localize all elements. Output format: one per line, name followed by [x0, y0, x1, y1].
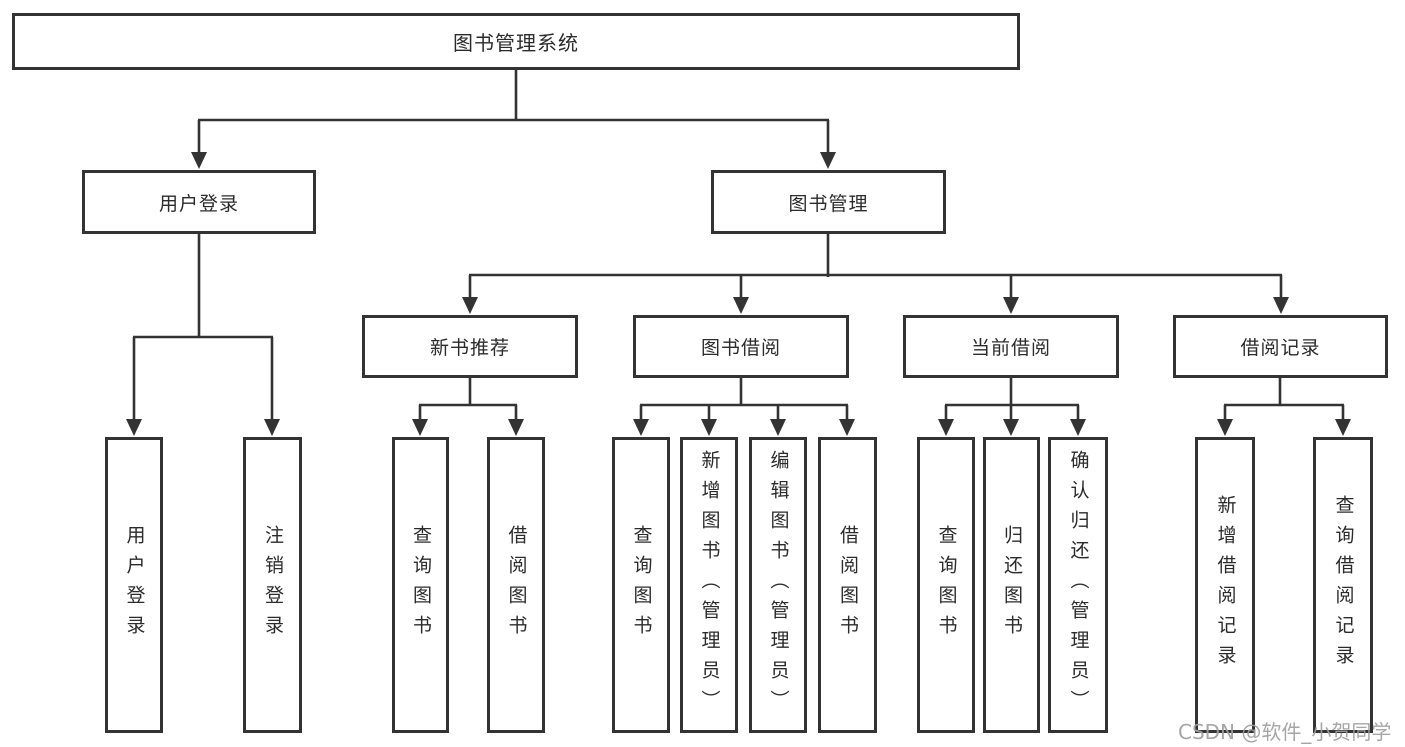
- node-leaf-user-login: 用户登录: [105, 437, 163, 733]
- leaf-add-books-admin-label: 新增图书（管理员）: [698, 450, 721, 720]
- node-leaf-edit-books-admin: 编辑图书（管理员）: [749, 437, 807, 733]
- node-leaf-query-borrow-record: 查询借阅记录: [1313, 437, 1373, 733]
- node-user-login-module: 用户登录: [82, 170, 316, 234]
- leaf-query-borrow-record-label: 查询借阅记录: [1332, 495, 1355, 675]
- node-leaf-borrow-books-2: 借阅图书: [818, 437, 877, 733]
- leaf-logout-label: 注销登录: [262, 525, 284, 645]
- leaf-query-books-3-label: 查询图书: [935, 525, 958, 645]
- leaf-query-books-2-label: 查询图书: [630, 525, 653, 645]
- node-book-borrowing-label: 图书借阅: [700, 337, 781, 359]
- leaf-confirm-return-admin-label: 确认归还（管理员）: [1067, 450, 1090, 720]
- node-leaf-borrow-books-1: 借阅图书: [487, 437, 545, 733]
- node-book-borrowing: 图书借阅: [633, 315, 849, 378]
- node-user-login-label: 用户登录: [158, 192, 239, 215]
- node-root-label: 图书管理系统: [453, 31, 579, 55]
- node-new-book-recommend-label: 新书推荐: [429, 337, 510, 359]
- node-current-borrowing-label: 当前借阅: [970, 337, 1051, 359]
- leaf-borrow-books-1-label: 借阅图书: [505, 525, 528, 645]
- leaf-return-books-label: 归还图书: [1001, 525, 1023, 645]
- node-borrowing-records: 借阅记录: [1173, 315, 1388, 378]
- leaf-user-login-label: 用户登录: [123, 525, 146, 645]
- node-leaf-query-books-1: 查询图书: [392, 437, 449, 733]
- leaf-edit-books-admin-label: 编辑图书（管理员）: [767, 450, 790, 720]
- node-current-borrowing: 当前借阅: [903, 315, 1119, 378]
- leaf-add-borrow-record-label: 新增借阅记录: [1214, 495, 1237, 675]
- node-root-system: 图书管理系统: [12, 13, 1020, 70]
- node-leaf-add-books-admin: 新增图书（管理员）: [680, 437, 738, 733]
- node-leaf-confirm-return-admin: 确认归还（管理员）: [1048, 437, 1108, 733]
- node-leaf-add-borrow-record: 新增借阅记录: [1195, 437, 1255, 733]
- leaf-query-books-1-label: 查询图书: [410, 525, 432, 645]
- node-borrowing-records-label: 借阅记录: [1240, 337, 1321, 359]
- leaf-borrow-books-2-label: 借阅图书: [837, 525, 859, 645]
- node-leaf-return-books: 归还图书: [983, 437, 1040, 733]
- node-new-book-recommend: 新书推荐: [362, 315, 578, 378]
- node-book-management-label: 图书管理: [788, 192, 869, 215]
- csdn-watermark: CSDN @软件_小贺同学: [1178, 720, 1392, 744]
- node-leaf-logout: 注销登录: [243, 437, 302, 733]
- node-book-management-module: 图书管理: [711, 170, 946, 234]
- node-leaf-query-books-3: 查询图书: [917, 437, 975, 733]
- node-leaf-query-books-2: 查询图书: [612, 437, 670, 733]
